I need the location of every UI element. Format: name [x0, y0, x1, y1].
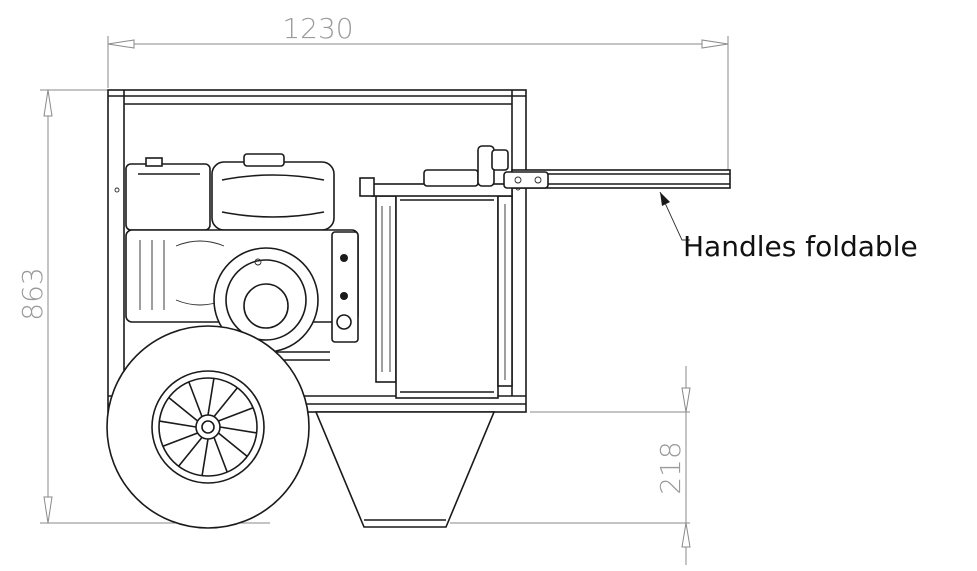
engine	[125, 153, 359, 361]
arrow-down-icon	[681, 387, 691, 413]
arrow-up-icon	[681, 522, 691, 548]
height-dimension: 863	[16, 89, 270, 524]
width-dimension-value: 1230	[282, 12, 353, 45]
width-dimension: 1230	[107, 12, 729, 170]
clearance-dimension-value: 218	[654, 441, 687, 494]
height-dimension-value: 863	[16, 267, 49, 320]
arrow-up-icon	[43, 89, 53, 117]
handles-annotation: Handles foldable	[659, 191, 918, 263]
handle	[503, 169, 731, 189]
handles-note: Handles foldable	[683, 230, 918, 263]
clearance-dimension: 218	[450, 366, 691, 565]
hopper	[314, 411, 496, 528]
arrow-icon	[660, 192, 670, 206]
wheel	[106, 325, 310, 529]
arrow-left-icon	[107, 39, 135, 49]
pump-unit	[359, 145, 513, 399]
arrow-down-icon	[43, 496, 53, 524]
arrow-right-icon	[701, 39, 729, 49]
